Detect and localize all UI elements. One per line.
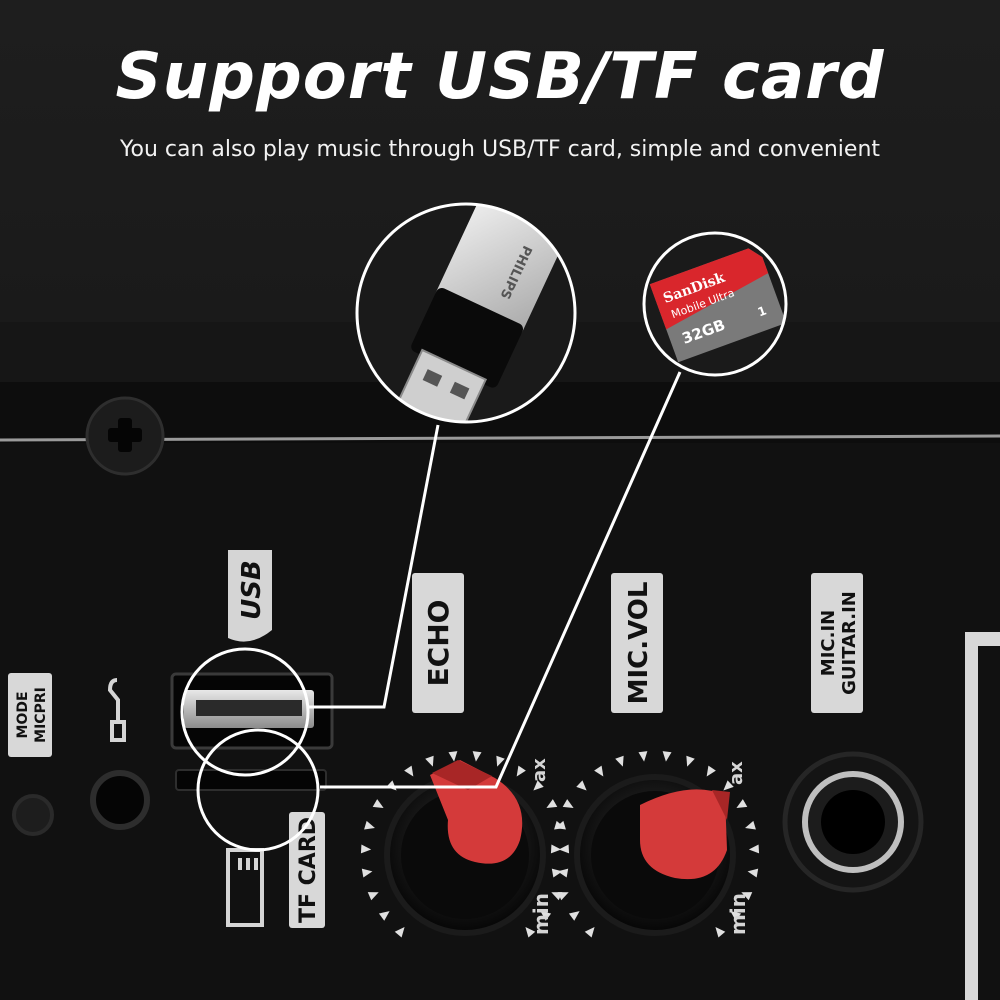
scale-tick [533, 780, 544, 791]
scale-tick [748, 844, 760, 854]
mic-guitar-input-jack[interactable] [782, 751, 924, 893]
scale-tick [615, 755, 624, 767]
scale-tick [367, 892, 379, 901]
scale-tick [662, 751, 672, 762]
scale-tick [730, 911, 742, 921]
scale-tick [568, 911, 580, 921]
scale-tick [550, 844, 562, 854]
micvol-label-text: MIC.VOL [624, 582, 654, 705]
input-label-line1: MIC.IN [818, 610, 839, 676]
scale-tick [472, 751, 482, 762]
scale-tick [496, 755, 505, 767]
scale-tick [546, 799, 558, 808]
scale-tick [686, 755, 695, 767]
subheadline: You can also play music through USB/TF c… [119, 137, 881, 162]
scale-tick [364, 820, 375, 830]
scale-tick [378, 911, 390, 921]
input-label-line2: GUITAR.IN [839, 591, 860, 695]
micvol-knob-scale [550, 751, 760, 938]
echo-label-text: ECHO [422, 600, 455, 687]
mode-label-line2: MICPRI [33, 687, 49, 743]
scale-tick [448, 751, 458, 762]
echo-knob[interactable] [384, 760, 546, 936]
scale-tick [706, 765, 716, 777]
usb-logo-text: USB [237, 560, 267, 620]
micvol-min-label: min [726, 893, 750, 935]
micvol-max-label: ax [726, 761, 747, 785]
usb-drive-callout: PHILIPS [355, 202, 577, 424]
scale-tick [372, 799, 384, 808]
mode-label-line1: MODE [15, 691, 31, 738]
scale-tick [394, 927, 405, 938]
scale-tick [594, 765, 604, 777]
scale-tick [404, 765, 414, 777]
tf-card-label: TF CARD [289, 812, 325, 928]
scale-tick [723, 780, 734, 791]
tf-card-callout: SanDisk Mobile Ultra 32GB 1 [642, 231, 788, 377]
usb-logo-icon: USB [228, 550, 272, 642]
scale-tick [558, 844, 570, 854]
scale-tick [360, 844, 372, 854]
headphone-jack-icon [107, 678, 126, 742]
scale-tick [525, 927, 536, 938]
scale-tick [540, 911, 552, 921]
micvol-label: MIC.VOL [611, 573, 663, 713]
echo-max-label: ax [529, 758, 550, 782]
scale-tick [747, 868, 759, 878]
scale-tick [715, 927, 726, 938]
mode-button[interactable] [12, 794, 54, 836]
headline: Support USB/TF card [115, 40, 885, 114]
tf-slot-highlight [196, 728, 320, 852]
scale-tick [576, 780, 587, 791]
scale-tick [516, 765, 526, 777]
micvol-knob[interactable] [574, 774, 736, 936]
scale-tick [361, 868, 373, 878]
scale-tick [562, 799, 574, 808]
scale-tick [638, 751, 648, 762]
scale-tick [584, 927, 595, 938]
usb-port-highlight [180, 647, 310, 777]
headphone-jack[interactable] [90, 770, 150, 830]
scale-tick [741, 892, 753, 901]
echo-min-label: min [529, 893, 553, 935]
usb-port[interactable] [170, 672, 334, 750]
scale-tick [551, 868, 563, 878]
scale-tick [554, 820, 565, 830]
mode-label: MODE MICPRI [8, 673, 52, 757]
scale-tick [736, 799, 748, 808]
input-label: MIC.IN GUITAR.IN [811, 573, 863, 713]
scale-tick [745, 820, 756, 830]
echo-label: ECHO [412, 573, 464, 713]
callout-lines [308, 371, 682, 789]
screw-icon [85, 396, 165, 476]
scale-tick [557, 892, 569, 901]
scale-tick [425, 755, 434, 767]
tf-card-slot[interactable] [175, 769, 327, 791]
